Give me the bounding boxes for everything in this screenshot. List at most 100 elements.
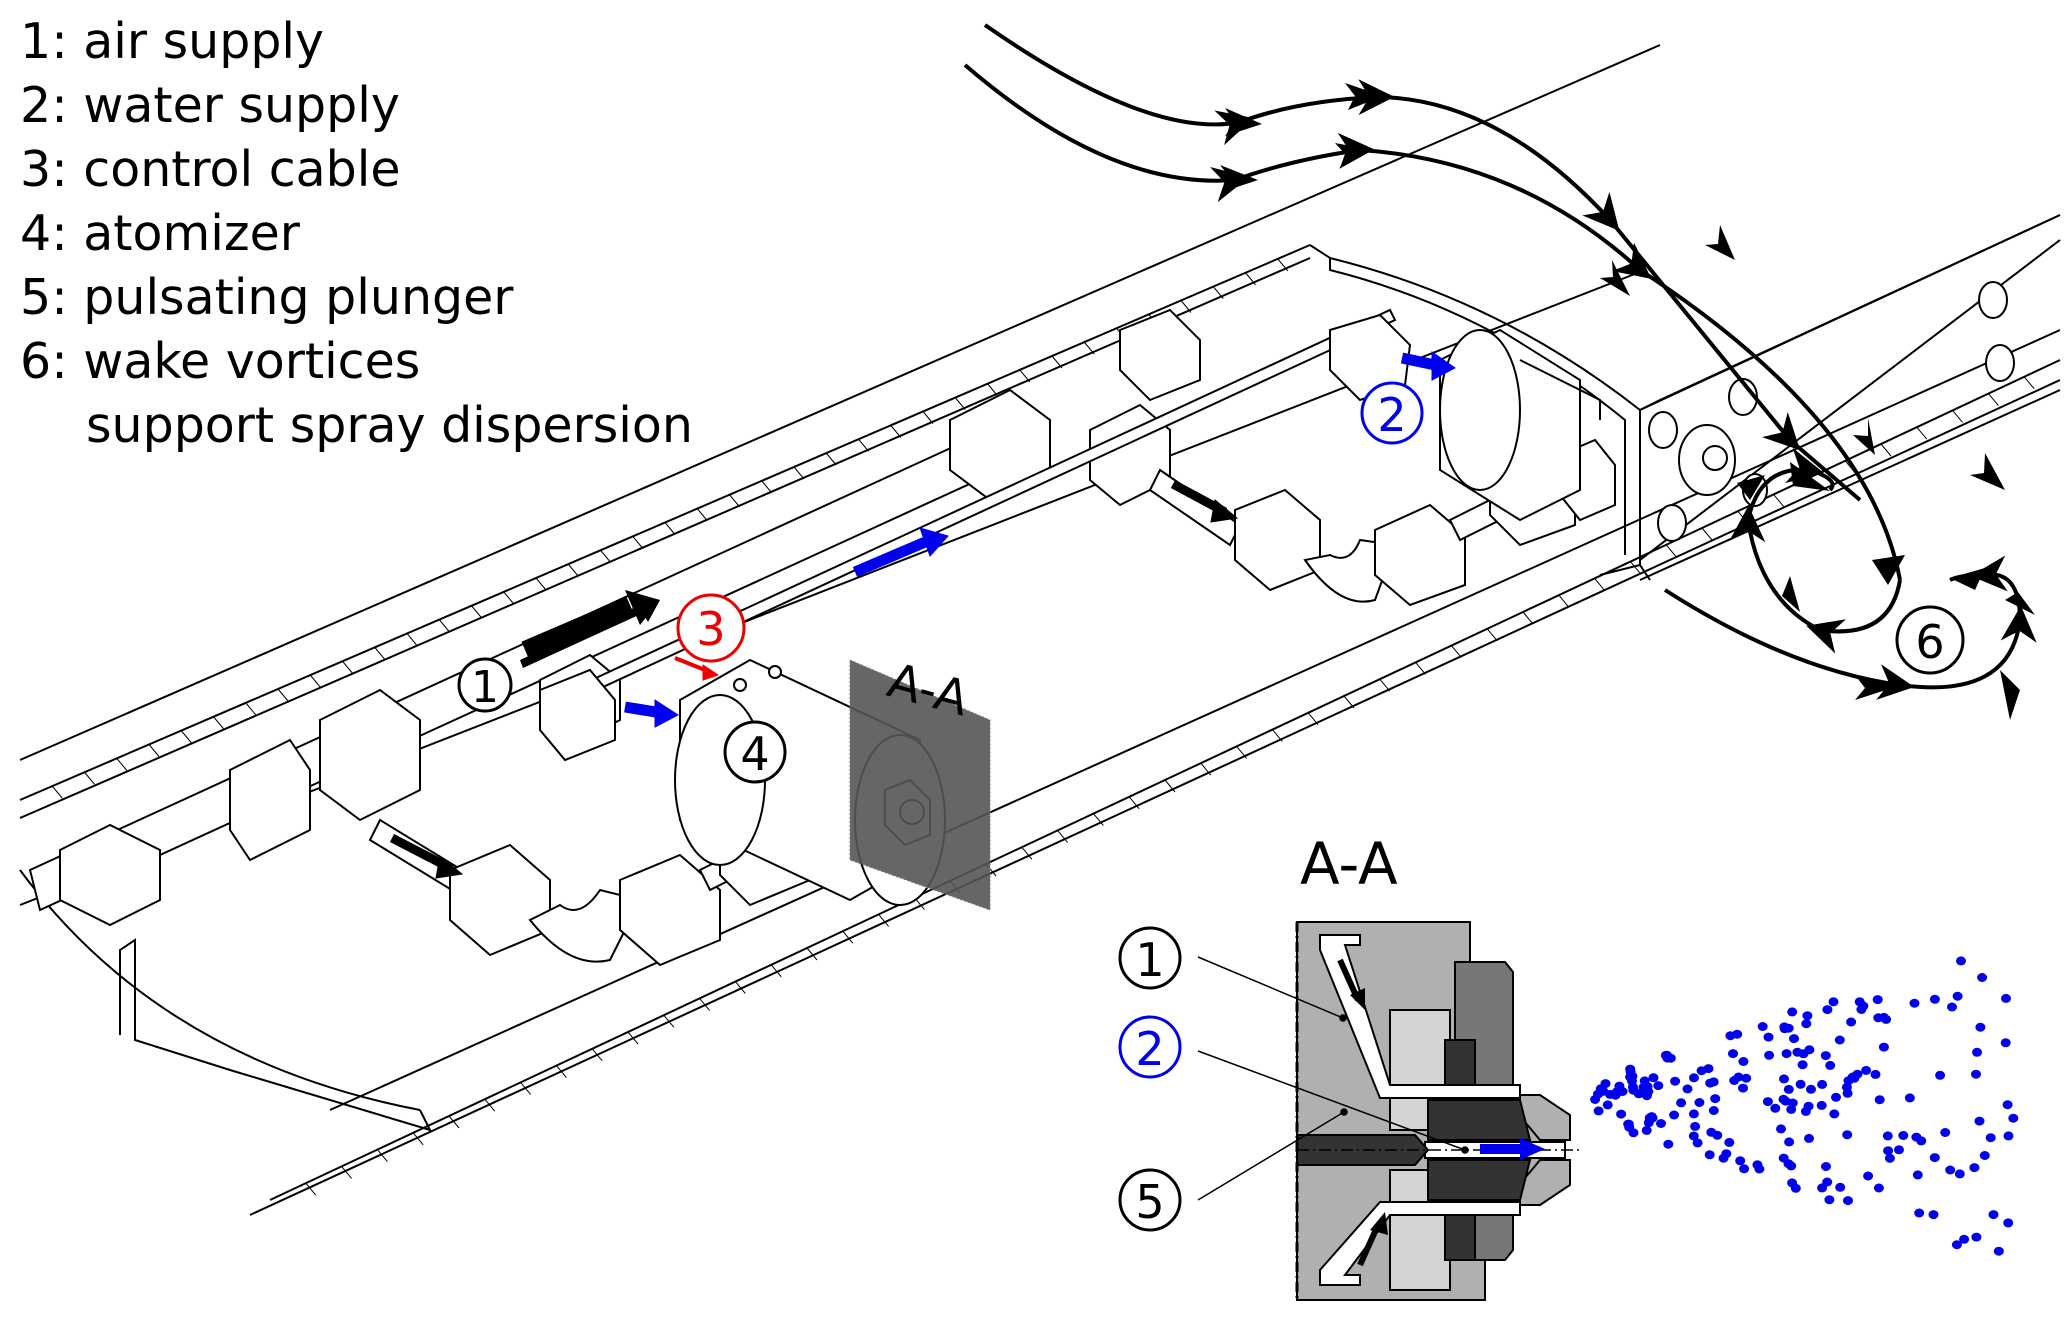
spray-droplet [1779,1024,1790,1034]
spray-droplet [1977,973,1988,982]
vortex-inner [1729,447,1902,654]
hatch-tick [448,1115,460,1129]
spray-droplet [1718,1153,1729,1163]
streamline-upper [983,23,1862,502]
hatch-tick [377,1149,388,1162]
hatch-tick [878,914,889,927]
hatch-tick [1880,443,1892,457]
legend: 1: air supply 2: water supply 3: control… [20,10,693,458]
wing-upper-skin-inner [19,257,1311,819]
legend-item-control-cable: 3: control cable [20,141,401,198]
spray-droplet [1842,1130,1853,1140]
hatch-tick [729,494,740,508]
hex-nut [59,823,161,927]
spray-droplet [1663,1139,1674,1149]
spray-droplet [1951,1240,1962,1250]
spray-droplet [1985,1133,1996,1143]
piping [28,308,1616,967]
hatch-tick [858,438,869,452]
hatch-tick [842,930,854,944]
hatch-tick [438,619,450,632]
hatch-tick [825,452,837,466]
spray-droplet [2000,1038,2011,1048]
hatch-tick [180,730,192,743]
hatch-tick [1451,645,1462,658]
hatch-tick [793,466,805,480]
rib-frame [119,938,432,1132]
air-channel-lower [1319,1201,1521,1286]
hatch-tick [1307,712,1319,726]
spray-droplet [2003,1131,2014,1141]
hatch-tick [761,480,773,494]
spray-droplet [1856,1005,1867,1014]
hatch-tick [806,947,818,961]
spray-droplet [1935,1070,1946,1080]
hatch-tick [341,1166,352,1179]
spray-droplet [1911,1132,1922,1142]
wing-chord-line [1639,389,2061,581]
spray-droplet [1764,1050,1775,1060]
svg-text:2: 2 [1377,388,1406,442]
hatch-tick [1379,678,1391,692]
spray-droplet [1881,1014,1892,1024]
hatch-tick [1051,355,1063,369]
spray-droplet [1803,1101,1814,1111]
hatch-tick [471,605,482,619]
spray-droplet [1979,1151,1990,1160]
hex-nut [619,853,721,967]
spray-droplet [1817,1183,1828,1193]
hex-nut [319,688,421,822]
air-channel-upper [1319,934,1521,1099]
spray-droplet [1798,1049,1809,1059]
spray-droplet [1724,1137,1735,1147]
spray-droplet [1783,1159,1794,1169]
section-callout-water: 2 [1118,1015,1182,1079]
spray-droplet [1682,1084,1693,1094]
hatch-tick [1701,527,1713,541]
spray-droplet [1653,1081,1664,1091]
vortex-outer [1663,555,2037,700]
callout-atomizer: 4 [723,720,787,784]
hatch-tick [1093,813,1104,826]
spray-droplet [1741,1073,1752,1083]
spray-droplet [1593,1106,1604,1116]
spray-droplet [1884,1153,1895,1163]
callout-control-cable: 3 [676,593,746,663]
spray-droplet [1971,1069,1981,1079]
legend-item-atomizer: 4: atomizer [20,205,300,262]
spray-droplet [1834,1035,1845,1045]
spray-droplet [2002,1100,2013,1110]
spray-droplet [1706,1127,1717,1137]
hatch-tick [1916,426,1928,440]
spray-droplet [1861,1065,1872,1075]
spray-droplet [1894,1145,1904,1155]
spray-droplet [1602,1100,1613,1110]
spray-droplet [1863,1171,1874,1181]
spray-droplet [1694,1098,1705,1107]
hatch-tick [699,998,710,1011]
hatch-tick [567,563,579,577]
spray-droplet [1825,1060,1836,1070]
spray-droplet [1975,1022,1986,1032]
spray-droplet [1874,1095,1885,1105]
spray-droplet [1787,1098,1798,1108]
spray-droplet [1846,1017,1857,1027]
spray-droplet [1710,1094,1721,1104]
spray-droplet [1704,1150,1715,1160]
spray-droplet [1816,1100,1827,1110]
callout-air: 1 [457,657,513,713]
hatch-tick [1083,341,1095,355]
spray-droplet [1739,1164,1750,1174]
spray-droplet [1646,1112,1657,1122]
svg-text:5: 5 [1135,1175,1164,1229]
legend-item-air-supply: 1: air supply [20,13,325,70]
callout-water: 2 [1360,381,1424,445]
streamline-arrowheads [1220,83,2035,720]
spray-droplet [1661,1050,1672,1060]
spray-droplet [1641,1125,1652,1135]
legend-item-pulsating-plunger: 5: pulsating plunger [20,269,514,326]
hatch-tick [1128,796,1140,810]
hatch-tick [696,508,708,521]
hatch-tick [309,674,321,688]
